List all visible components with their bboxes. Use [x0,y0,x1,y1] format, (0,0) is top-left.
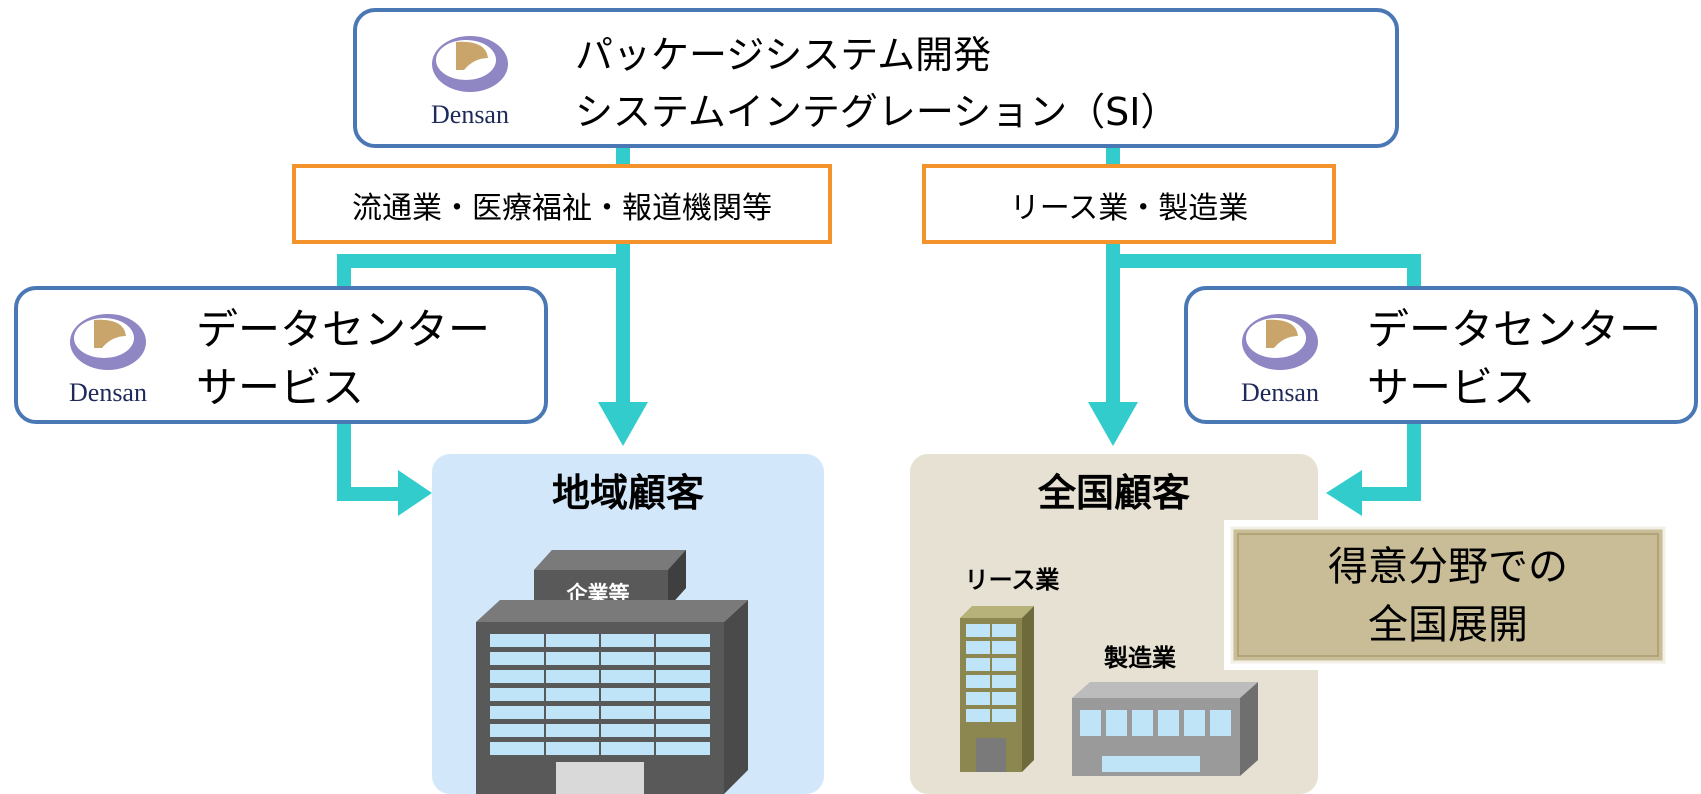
local-customers-title: 地域顧客 [552,471,704,515]
specialty-line1: 得意分野での [1328,544,1568,590]
dc-right-line1: データセンター [1367,305,1661,354]
top-service-box: Densan パッケージシステム開発 システムインテグレーション（SI） [353,8,1399,148]
arrowhead-right-trunk [1088,402,1138,446]
office-building-icon: 企業等 [476,550,748,794]
industry-left-label: 流通業・医療福祉・報道機関等 [352,191,772,226]
datacenter-box-left: Densan データセンター サービス [14,286,548,424]
densan-logo-text: Densan [1241,378,1319,407]
dc-right-down [1407,420,1421,496]
dc-right-line2: サービス [1367,363,1535,412]
densan-logo: Densan [1241,314,1319,407]
top-line-system-integration: システムインテグレーション（SI） [575,90,1178,134]
dc-left-down [337,420,351,496]
manufacturing-label: 製造業 [1104,644,1176,672]
dc-left-line1: データセンター [196,305,490,354]
dc-left-right [337,487,401,501]
local-customers-panel: 地域顧客 企業等 [432,454,824,794]
branch-left-vertical [337,254,351,288]
densan-logo: Densan [69,314,147,407]
lease-industry-label: リース業 [965,566,1060,594]
datacenter-box-right: Densan データセンター サービス [1184,286,1698,424]
national-customers-title: 全国顧客 [1037,471,1190,515]
top-line-package-dev: パッケージシステム開発 [575,33,991,77]
industry-box-left: 流通業・医療福祉・報道機関等 [292,164,832,244]
factory-building-icon [1072,682,1258,776]
branch-right-vertical [1407,254,1421,288]
branch-right-horizontal [1106,254,1421,268]
industry-box-right: リース業・製造業 [922,164,1336,244]
dc-right-left [1358,487,1421,501]
industry-right-label: リース業・製造業 [1010,191,1249,226]
lease-building-icon [960,606,1034,772]
densan-logo-text: Densan [69,378,147,407]
densan-logo: Densan [431,36,509,129]
specialty-line2: 全国展開 [1368,602,1528,648]
arrowhead-dc-right [1326,470,1362,516]
branch-left-horizontal [337,254,630,268]
densan-logo-text: Densan [431,100,509,129]
arrowhead-left-trunk [598,402,648,446]
arrowhead-dc-left [398,470,432,516]
dc-left-line2: サービス [196,363,364,412]
national-customers-panel: 全国顧客 リース業 製造業 [910,454,1318,794]
specialty-callout: 得意分野での 全国展開 [1224,520,1672,670]
